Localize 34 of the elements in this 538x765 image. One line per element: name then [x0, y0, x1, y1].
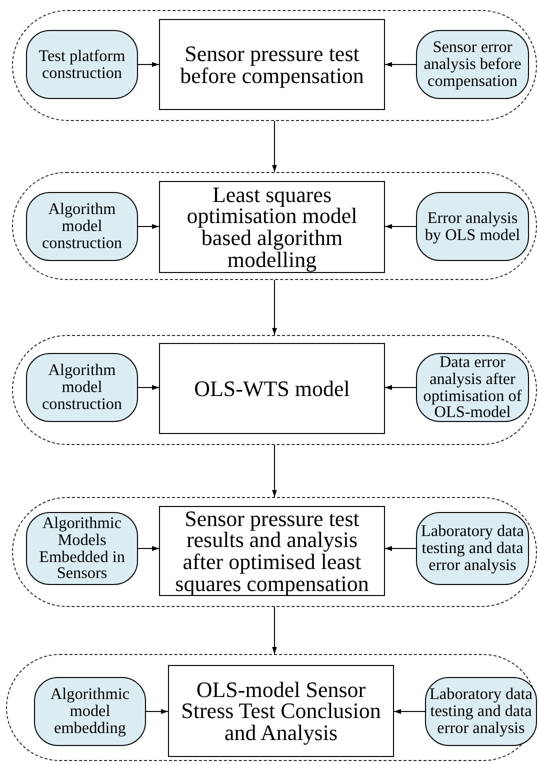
input-pill: Laboratory data testing and data error analysis: [425, 677, 537, 746]
arrow: [384, 224, 416, 229]
arrow: [384, 546, 416, 551]
input-pill: Algorithmic Models Embedded in Sensors: [26, 512, 138, 585]
arrow: [384, 62, 416, 67]
arrow: [138, 546, 160, 551]
arrow: [394, 709, 426, 714]
arrow: [138, 224, 160, 229]
arrow: [146, 709, 168, 714]
dashed-group-outline: [12, 497, 537, 607]
process-box: OLS-model Sensor Stress Test Conclusion and Analysis: [168, 665, 394, 757]
process-box: Sensor pressure test results and analysis after optimised least squares compensation: [159, 506, 385, 596]
dashed-group-outline: [6, 654, 537, 761]
process-box: Sensor pressure test before compensation: [159, 19, 385, 110]
input-pill: Algorithm model construction: [26, 353, 138, 422]
input-pill: Laboratory data testing and data error analysis: [416, 512, 529, 585]
arrow: [138, 62, 160, 67]
input-pill: Error analysis by OLS model: [416, 192, 529, 261]
arrow: [272, 120, 277, 172]
input-pill: Algorithmic model embedding: [34, 677, 146, 746]
input-pill: Algorithm model construction: [26, 192, 138, 261]
arrow: [272, 606, 277, 654]
arrow: [272, 444, 277, 498]
arrow: [138, 385, 160, 390]
input-pill: Data error analysis after optimisation of OLS-model: [416, 353, 529, 422]
arrow: [272, 280, 277, 336]
input-pill: Sensor error analysis before compensation: [416, 30, 529, 99]
arrow: [384, 385, 416, 390]
process-box: OLS-WTS model: [159, 343, 385, 434]
process-box: Least squares optimisation model based algorithm modelling: [159, 181, 385, 273]
dashed-group-outline: [12, 335, 537, 445]
dashed-group-outline: [12, 10, 537, 121]
input-pill: Test platform construction: [26, 30, 138, 99]
dashed-group-outline: [12, 172, 537, 280]
